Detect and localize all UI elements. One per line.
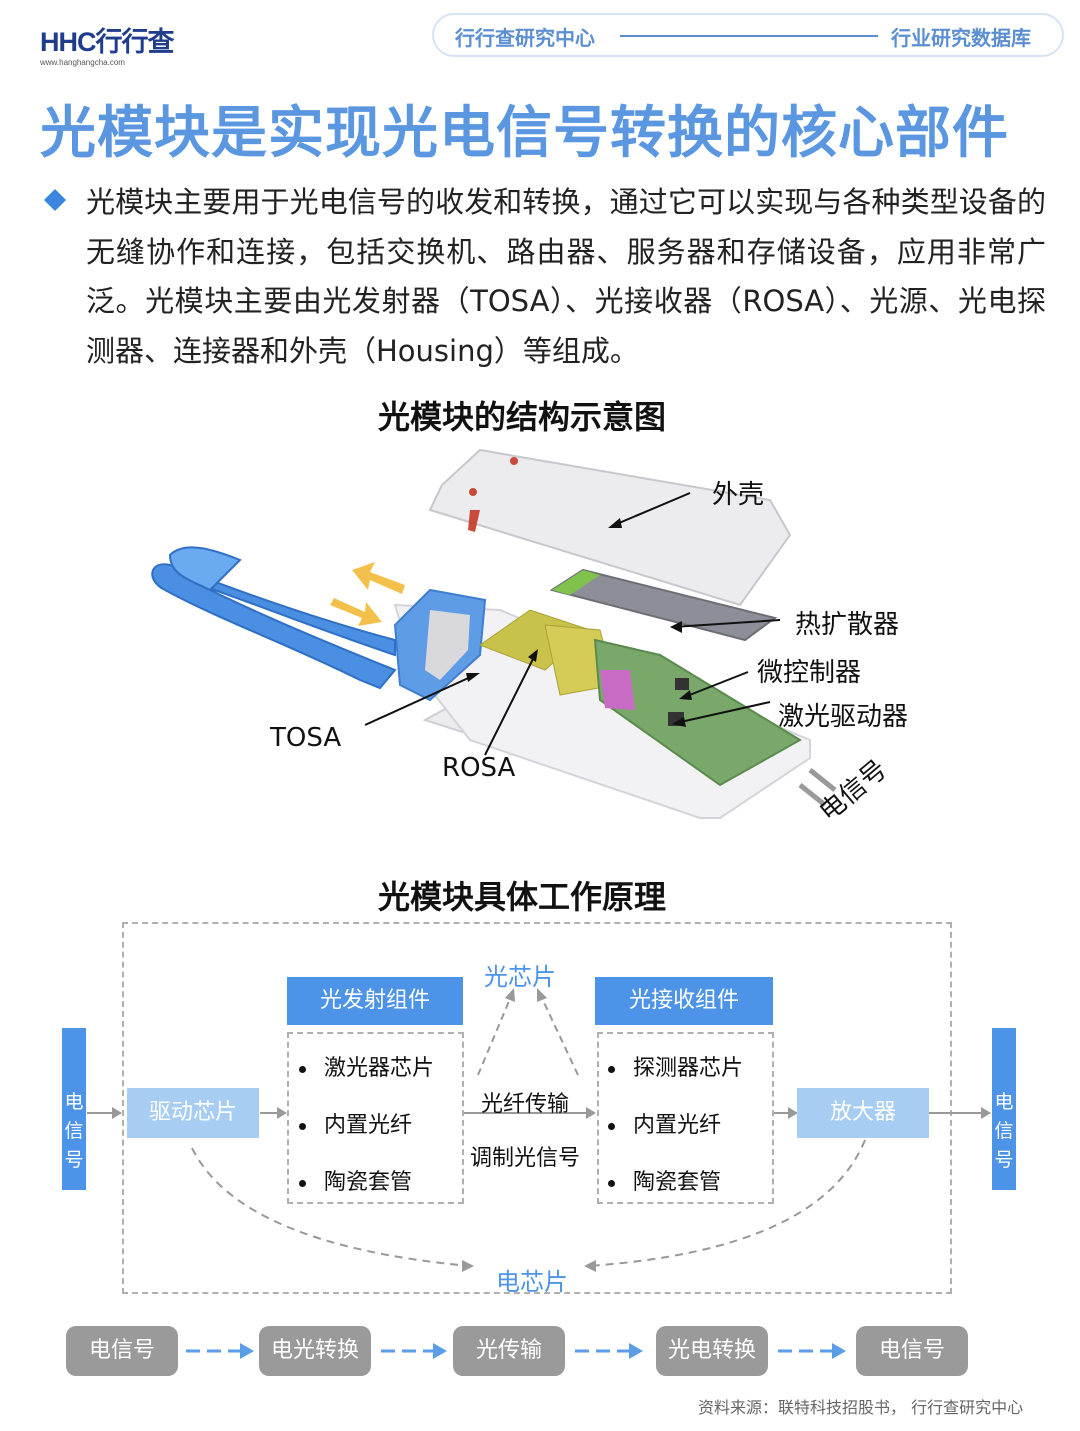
- mcu-chip: [675, 678, 689, 690]
- heat-spreader-edge: [552, 570, 600, 595]
- callout-line: [675, 701, 771, 724]
- pcb-connector: [600, 670, 635, 710]
- rx-component-list: [597, 1032, 774, 1204]
- input-signal-bar: 电信号: [62, 1028, 86, 1190]
- flow-step: 光传输: [453, 1326, 565, 1376]
- pull-tab: [151, 563, 397, 690]
- principle-frame: [122, 922, 952, 1294]
- label-rosa: ROSA: [442, 753, 516, 783]
- label-heat-spreader: 热扩散器: [795, 610, 900, 640]
- signal-arrow-icon: [808, 768, 837, 792]
- flow-step: 电光转换: [259, 1326, 371, 1376]
- signal-arrow-icon: [798, 783, 827, 807]
- rx-item: 探测器芯片: [608, 1050, 743, 1082]
- callout-line: [611, 492, 691, 527]
- output-signal-bar: 电信号: [992, 1028, 1016, 1190]
- principle-title: 光模块具体工作原理: [378, 878, 667, 916]
- optical-chip-label: 光芯片: [484, 963, 556, 991]
- principle-connectors: [87, 988, 991, 1272]
- driver-chip-box: 驱动芯片: [127, 1088, 259, 1138]
- logo-url: www.hanghangcha.com: [40, 58, 125, 67]
- flow-step: 光电转换: [656, 1326, 768, 1376]
- rx-item: 陶瓷套管: [608, 1164, 721, 1196]
- tx-component-list: [287, 1032, 464, 1204]
- tx-item: 陶瓷套管: [299, 1164, 412, 1196]
- label-tosa: TOSA: [270, 723, 342, 753]
- tx-component-title: 光发射组件: [287, 977, 463, 1025]
- module-illustration: [151, 448, 837, 819]
- electrical-chip-label: 电芯片: [496, 1268, 568, 1296]
- rx-item: 内置光纤: [608, 1107, 721, 1139]
- amplifier-box: 放大器: [797, 1088, 929, 1138]
- rx-component-title: 光接收组件: [595, 977, 773, 1025]
- header-pill: [432, 13, 1064, 57]
- cover-screw: [510, 457, 518, 465]
- arrow-out-icon: [352, 562, 405, 594]
- callout-line: [484, 652, 537, 756]
- callout-line: [364, 674, 476, 726]
- pcb-board: [593, 638, 802, 787]
- header-divider: [620, 35, 878, 37]
- pull-tab-grip: [168, 546, 242, 592]
- source-note: 资料来源：联特科技招股书， 行行查研究中心: [698, 1398, 1024, 1417]
- callout-line: [672, 619, 781, 628]
- fiber-transmission-label: 光纤传输: [481, 1092, 570, 1117]
- label-housing: 外壳: [712, 480, 765, 510]
- page-title: 光模块是实现光电信号转换的核心部件: [40, 101, 1009, 166]
- logo-text: HHC行行查: [40, 27, 174, 57]
- cover-pin: [468, 510, 480, 532]
- label-mcu: 微控制器: [757, 658, 862, 688]
- diamond-bullet-icon: [43, 188, 67, 212]
- flow-step: 电信号: [856, 1326, 968, 1376]
- structure-title: 光模块的结构示意图: [378, 398, 667, 436]
- tx-item: 内置光纤: [299, 1107, 412, 1139]
- callout-line: [681, 671, 749, 699]
- modulated-signal-label: 调制光信号: [470, 1146, 581, 1171]
- flow-step: 电信号: [66, 1326, 178, 1376]
- flow-arrows: [186, 1343, 846, 1359]
- intro-paragraph: 光模块主要用于光电信号的收发和转换，通过它可以实现与各种类型设备的无缝协作和连接…: [86, 185, 1046, 368]
- cover-screw: [469, 488, 477, 496]
- brand-logo: HHC行行查 www.hanghangcha.com: [40, 20, 174, 67]
- label-laser-driver: 激光驱动器: [778, 702, 909, 732]
- arrow-in-icon: [330, 598, 382, 626]
- header-right-tag: 行业研究数据库: [891, 26, 1031, 50]
- header-left-tag: 行行查研究中心: [455, 26, 595, 50]
- port-cage: [425, 610, 470, 680]
- tx-item: 激光器芯片: [299, 1050, 434, 1082]
